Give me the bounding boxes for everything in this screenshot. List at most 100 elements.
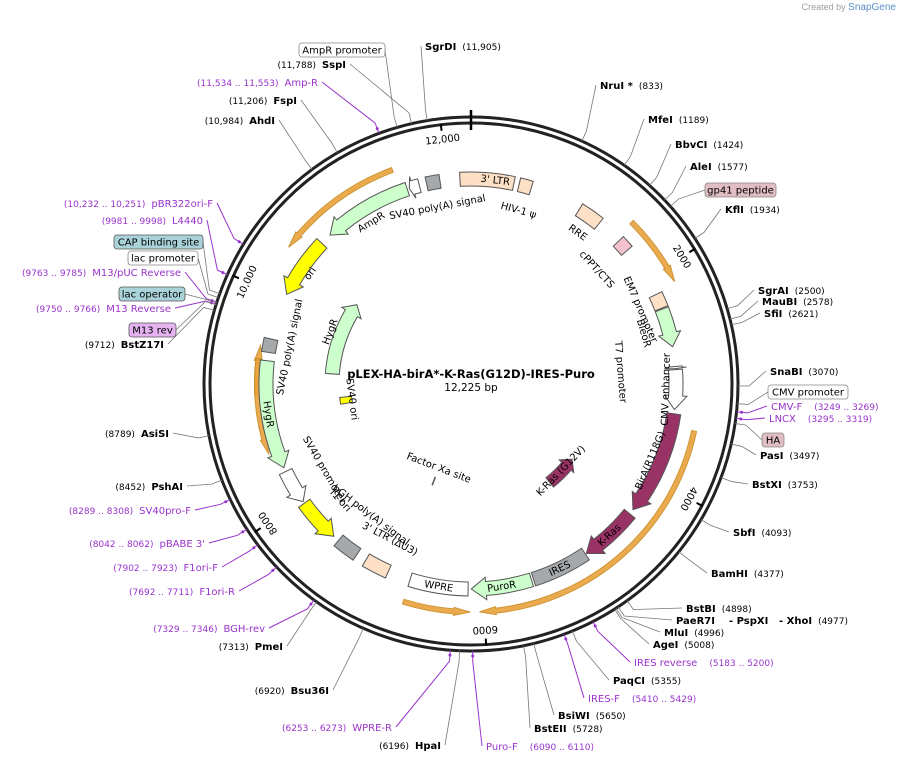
- feature-rre[interactable]: [574, 203, 604, 230]
- boxed-label-ampr-promoter[interactable]: AmpR promoter: [302, 46, 382, 57]
- enzyme-bstxi[interactable]: BstXI(3753): [752, 480, 818, 491]
- leader-line: [268, 599, 315, 629]
- feature-bleor[interactable]: [654, 306, 682, 348]
- enzyme-paer7i[interactable]: PaeR7I: [676, 616, 715, 627]
- enzyme-extra[interactable]: - PspXI: [729, 616, 768, 627]
- enzyme-extra[interactable]: - XhoI(4977): [779, 616, 848, 627]
- feature-cppt-cts[interactable]: [612, 235, 633, 257]
- feature-bgh-poly-a-signal[interactable]: [333, 534, 362, 561]
- enzyme-bbvci[interactable]: BbvCI(1424): [675, 140, 743, 151]
- enzyme-mlui[interactable]: MluI(4996): [664, 628, 724, 639]
- primer-sv40pro-f[interactable]: (8289 .. 8308)SV40pro-F: [69, 506, 191, 517]
- primer-amp-r[interactable]: (11,534 .. 11,553)Amp-R: [197, 78, 318, 89]
- enzyme-bstz17i[interactable]: (9712)BstZ17I: [85, 340, 164, 351]
- primer-ires-reverse[interactable]: IRES reverse(5183 .. 5200): [634, 658, 774, 669]
- leader-line: [670, 189, 706, 207]
- enzyme-pshai[interactable]: (8452)PshAI: [115, 482, 183, 493]
- feature-t7-promoter[interactable]: [664, 365, 687, 370]
- feature-em7-promoter[interactable]: [648, 291, 669, 312]
- primer-wpre-r[interactable]: (6253 .. 6273)WPRE-R: [282, 723, 392, 734]
- enzyme-bstbi[interactable]: BstBI(4898): [686, 604, 752, 615]
- feature-hygr[interactable]: [258, 359, 290, 469]
- boxed-label-lac-operator[interactable]: lac operator: [122, 290, 183, 301]
- enzyme-sgrai[interactable]: SgrAI(2500): [758, 286, 825, 297]
- enzyme-bsteii[interactable]: BstEII(5728): [534, 724, 603, 735]
- feature-wpre[interactable]: [407, 572, 469, 597]
- feature-k-ras[interactable]: [585, 508, 636, 555]
- enzyme-alei[interactable]: AleI(1577): [690, 162, 748, 173]
- enzyme-pmei[interactable]: (7313)PmeI: [219, 642, 283, 653]
- inner-feature-hygr[interactable]: [324, 304, 362, 375]
- orf-arrow: [288, 166, 394, 248]
- feature-sv40-poly-a-signal[interactable]: [424, 173, 442, 192]
- boxed-label-cap-binding-site[interactable]: CAP binding site: [118, 238, 200, 249]
- enzyme-bamhi[interactable]: BamHI(4377): [711, 569, 784, 580]
- enzyme-snabi[interactable]: SnaBI(3070): [770, 367, 838, 378]
- enzyme-hpai[interactable]: (6196)HpaI: [379, 741, 441, 752]
- boxed-label-m13-rev[interactable]: M13 rev: [132, 326, 173, 337]
- tick-10000: [232, 274, 240, 280]
- enzyme-sgrdi[interactable]: SgrDI(11,905): [425, 42, 501, 53]
- primer-bgh-rev[interactable]: (7329 .. 7346)BGH-rev: [153, 624, 265, 635]
- enzyme-agei[interactable]: AgeI(5008): [653, 640, 714, 651]
- leader-line: [678, 551, 708, 574]
- leader-line: [349, 63, 412, 124]
- primer-pbabe-3[interactable]: (8042 .. 8062)pBABE 3': [89, 539, 205, 550]
- feature-puror[interactable]: [470, 572, 535, 601]
- leader-line: [472, 650, 483, 747]
- primer-f1ori-f[interactable]: (7902 .. 7923)F1ori-F: [113, 563, 218, 574]
- boxed-label-gp41-peptide[interactable]: gp41 peptide: [707, 186, 774, 197]
- primer-cmv-f[interactable]: CMV-F(3249 .. 3269): [771, 402, 879, 413]
- primer-m13-puc-reverse[interactable]: (9763 .. 9785)M13/pUC Reverse: [22, 268, 181, 279]
- boxed-label-ha[interactable]: HA: [766, 436, 781, 447]
- enzyme-asisi[interactable]: (8789)AsiSI: [105, 429, 169, 440]
- feature-ampr[interactable]: [329, 181, 411, 236]
- enzyme-pasi[interactable]: PasI(3497): [760, 451, 819, 462]
- inner-features: [324, 304, 575, 488]
- feature-ori[interactable]: [283, 237, 328, 296]
- feature-f1-ori[interactable]: [297, 498, 335, 537]
- primer-pbr322ori-f[interactable]: (10,232 .. 10,251)pBR322ori-F: [64, 199, 213, 210]
- feature-hiv-1[interactable]: [516, 177, 534, 196]
- enzyme-sfii[interactable]: SfiI(2621): [764, 309, 818, 320]
- enzyme-maubi[interactable]: MauBI(2578): [762, 297, 833, 308]
- leader-line: [300, 99, 338, 153]
- enzyme-bsu36i[interactable]: (6920)Bsu36I: [255, 686, 329, 697]
- enzyme-fspi[interactable]: (11,206)FspI: [229, 96, 297, 107]
- inner-feature-factor-xa-site[interactable]: [431, 476, 437, 486]
- leader-line: [174, 300, 217, 309]
- feature-bira-r118g[interactable]: [631, 412, 682, 511]
- feature-3-ltr-u3[interactable]: [361, 553, 392, 579]
- enzyme-ahdi[interactable]: (10,984)AhdI: [205, 116, 275, 127]
- primer-ires-f[interactable]: IRES-F(5410 .. 5429): [588, 694, 696, 705]
- enzyme-paqci[interactable]: PaqCI(5355): [613, 676, 681, 687]
- primer-l4440[interactable]: (9981 .. 9998)L4440: [102, 216, 203, 227]
- primer-puro-f[interactable]: Puro-F(6090 .. 6110): [486, 742, 594, 753]
- tick-label: 6000: [472, 623, 498, 635]
- enzyme-sbfi[interactable]: SbfI(4093): [733, 528, 791, 539]
- feature-3-ltr[interactable]: [459, 171, 516, 191]
- feature-ampr-promoter[interactable]: [408, 176, 422, 199]
- leader-line: [175, 301, 217, 331]
- enzyme-nrui[interactable]: NruI *(833): [600, 81, 663, 92]
- feature-label: CMV enhancer: [660, 352, 673, 426]
- enzyme-bsiwi[interactable]: BsiWI(5650): [558, 711, 626, 722]
- primer-f1ori-r[interactable]: (7692 .. 7711)F1ori-R: [129, 587, 235, 598]
- leader-line: [731, 443, 757, 456]
- boxed-label-cmv-promoter[interactable]: CMV promoter: [772, 388, 845, 399]
- feature-ires[interactable]: [530, 547, 591, 587]
- boxed-label-lac-promoter[interactable]: lac promoter: [131, 254, 196, 265]
- enzyme-sspi[interactable]: (11,788)SspI: [277, 60, 346, 71]
- enzyme-mfei[interactable]: MfeI(1189): [648, 115, 709, 126]
- feature-cmv-enhancer[interactable]: [663, 368, 688, 411]
- enzyme-kfli[interactable]: KflI(1934): [725, 205, 780, 216]
- feature-sv40-promoter[interactable]: [278, 467, 307, 503]
- inner-feature-sv40-ori[interactable]: [339, 395, 353, 405]
- inner-feature-k-ras-g12v[interactable]: [545, 458, 575, 488]
- primer-lncx[interactable]: LNCX(3295 .. 3319): [769, 414, 872, 425]
- leader-line: [729, 300, 759, 320]
- leader-line: [615, 608, 661, 633]
- feature-sv40-poly-a-signal[interactable]: [260, 336, 279, 355]
- primer-m13-reverse[interactable]: (9750 .. 9766)M13 Reverse: [36, 304, 171, 315]
